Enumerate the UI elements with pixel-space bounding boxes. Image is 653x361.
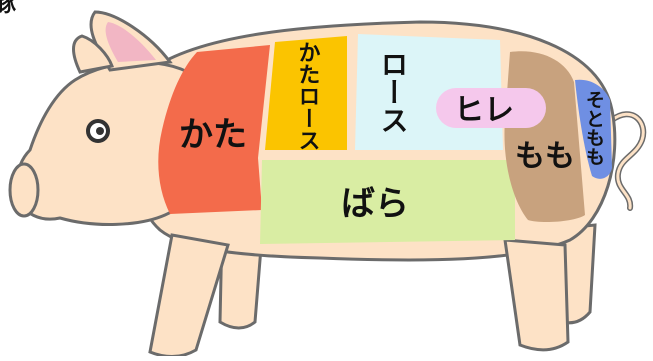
pig-leg-back-near [503,238,570,352]
cut-hire-region [436,88,546,128]
cut-roast-label: ロース [377,50,410,134]
pig-ear-back [72,34,115,74]
cut-sotomomo-label: そともも [583,90,605,166]
cut-kata-label: かた [179,115,247,155]
pig-pupil [96,127,104,135]
pig-tail [609,111,647,211]
cut-kataroast-region [265,36,347,150]
cut-bara-label: ばら [341,184,409,224]
cut-kataroast-label: かたロース [295,41,320,151]
cut-kata-region [158,45,270,214]
cut-momo-label: もも [515,139,575,174]
cut-hire-label: ヒレ [454,93,514,128]
pig-tail-fill [610,112,645,210]
pig-snout [8,162,40,218]
pig-ear-inner [105,22,156,62]
page-title: 豚 [0,0,16,17]
pig-leg-front-near [148,233,230,358]
cut-sotomomo-region [575,79,612,179]
cut-bara-region [260,160,515,244]
